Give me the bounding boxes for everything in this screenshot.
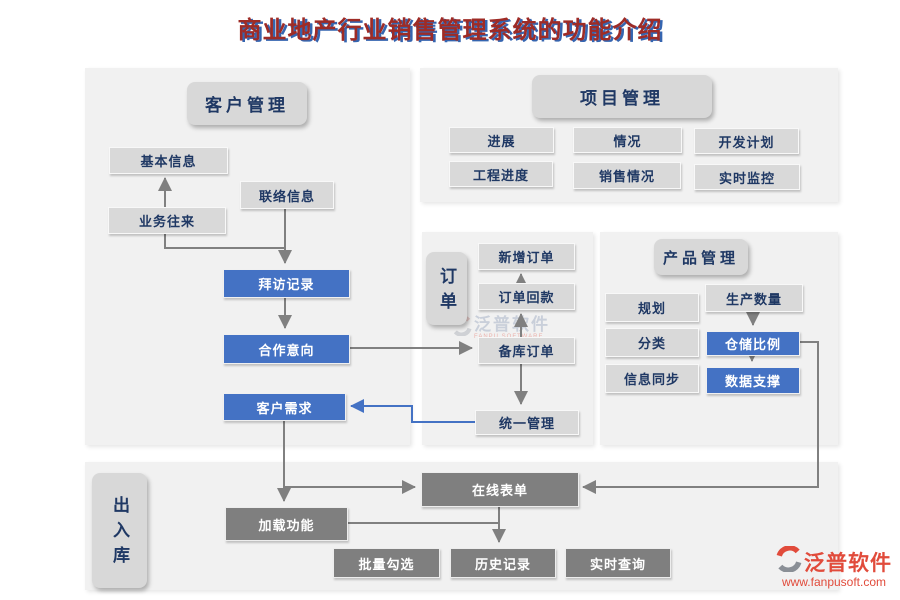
node-history-record: 历史记录 (450, 548, 556, 578)
node-project-schedule: 工程进度 (449, 161, 553, 187)
node-situation: 情况 (573, 127, 682, 153)
header-project-management: 项目管理 (532, 75, 712, 118)
brand-name: 泛普软件 (804, 551, 892, 575)
arrow-unified-to-demand (350, 399, 475, 423)
node-progress: 进展 (449, 127, 554, 153)
header-warehouse: 出入库 (92, 473, 147, 588)
header-customer-management: 客户管理 (187, 82, 307, 125)
node-business-dealings: 业务往来 (108, 207, 226, 234)
node-realtime-query: 实时查询 (565, 548, 671, 578)
node-cooperation-intent: 合作意向 (223, 334, 350, 364)
node-planning: 规划 (605, 293, 699, 322)
node-dev-plan: 开发计划 (694, 128, 799, 154)
fanpu-logo-icon (776, 545, 802, 577)
node-batch-select: 批量勾选 (333, 548, 440, 578)
arrow-storage-to-onlineform (582, 341, 819, 494)
brand-url: www.fanpusoft.com (781, 575, 887, 589)
node-stock-order: 备库订单 (478, 337, 575, 364)
watermark-bottom-right: 泛普软件 www.fanpusoft.com (776, 545, 892, 589)
node-order-payment: 订单回款 (478, 283, 575, 310)
node-online-form: 在线表单 (421, 472, 579, 507)
node-contact-info: 联络信息 (240, 181, 334, 209)
line-dealings-junction (164, 232, 285, 249)
node-basic-info: 基本信息 (109, 147, 228, 174)
page-title: 商业地产行业销售管理系统的功能介绍 (237, 18, 663, 44)
node-info-sync: 信息同步 (605, 364, 699, 393)
node-unified-management: 统一管理 (475, 410, 579, 435)
node-data-support: 数据支撑 (706, 367, 800, 394)
watermark-brand-text: 泛普软件 (474, 315, 550, 334)
node-sales-situation: 销售情况 (573, 162, 681, 189)
node-classification: 分类 (605, 328, 699, 357)
header-order: 订单 (426, 252, 467, 325)
node-load-function: 加载功能 (225, 507, 348, 541)
header-product-management: 产品管理 (654, 239, 748, 275)
node-realtime-monitor: 实时监控 (694, 164, 800, 190)
node-storage-ratio: 仓储比例 (706, 331, 800, 356)
node-production-qty: 生产数量 (705, 284, 803, 312)
node-visit-record: 拜访记录 (223, 269, 350, 298)
panel-customer-management (85, 68, 410, 445)
node-customer-demand: 客户需求 (223, 393, 346, 421)
node-new-order: 新增订单 (478, 243, 575, 270)
